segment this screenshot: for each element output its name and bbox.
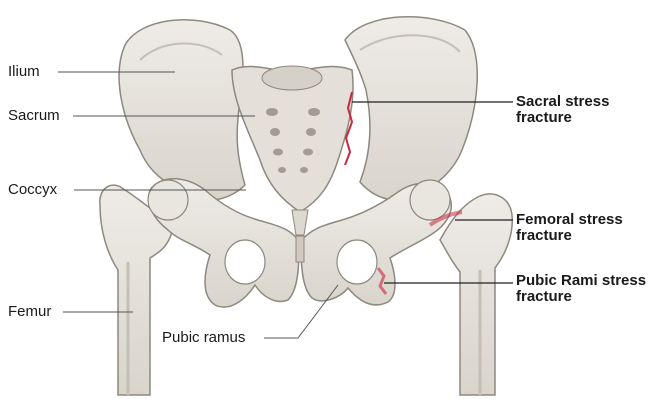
right-ilium (345, 17, 477, 200)
pubic-rami-stress-fracture-line-2: fracture (516, 289, 646, 305)
sacral-stress-fracture-label: Sacral stress fracture (516, 94, 609, 126)
pubic-symphysis (296, 236, 304, 262)
femoral-stress-fracture-label: Femoral stress fracture (516, 212, 623, 244)
coccyx-label: Coccyx (8, 181, 57, 198)
pubic-rami-stress-fracture-label: Pubic Rami stress fracture (516, 273, 646, 305)
sacrum (232, 66, 353, 212)
ilium-label: Ilium (8, 63, 40, 80)
sacrum-label: Sacrum (8, 107, 60, 124)
coccyx (292, 210, 308, 235)
right-femur (440, 194, 512, 395)
left-femoral-head (148, 180, 188, 220)
femoral-stress-fracture-line-2: fracture (516, 228, 623, 244)
femur-label: Femur (8, 303, 51, 320)
pubic-ramus-label: Pubic ramus (162, 329, 245, 346)
pubic-rami-stress-fracture-line-1: Pubic Rami stress (516, 273, 646, 289)
left-ilium (119, 20, 245, 201)
sacral-stress-fracture-line-1: Sacral stress (516, 94, 609, 110)
femoral-stress-fracture-line-1: Femoral stress (516, 212, 623, 228)
sacral-stress-fracture-line-2: fracture (516, 110, 609, 126)
right-femoral-head (410, 180, 450, 220)
